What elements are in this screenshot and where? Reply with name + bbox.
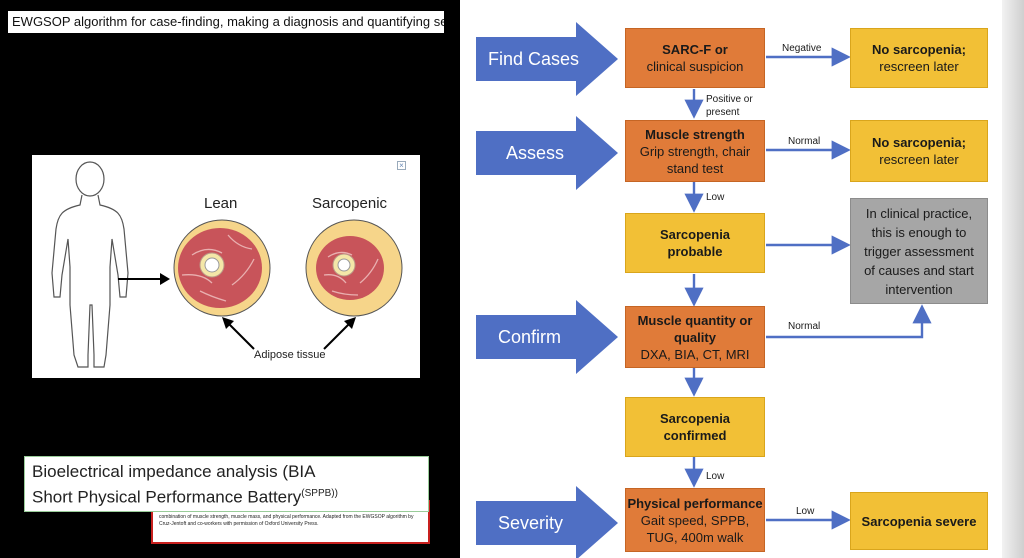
confirmed-line2: confirmed (663, 428, 727, 443)
muscle-quantity-box: Muscle quantity or quality DXA, BIA, CT,… (625, 306, 765, 368)
bia-sppb-note: Bioelectrical impedance analysis (BIA Sh… (24, 456, 429, 512)
stage-label: Severity (498, 513, 564, 533)
stage-arrow-shape (476, 486, 618, 558)
clinical-practice-box: In clinical practice, this is enough to … (850, 198, 988, 304)
stage-arrow-confirm: Confirm (476, 300, 618, 374)
edge-label-low-2: Low (706, 471, 725, 482)
stage-arrow-shape (476, 22, 618, 96)
stage-label: Assess (506, 143, 565, 163)
strength-title: Muscle strength (645, 126, 745, 142)
probable-line2: probable (667, 244, 723, 259)
panel-divider (452, 0, 460, 558)
edge-label-positive-2: present (706, 107, 740, 118)
no-sarc2-line1: No sarcopenia; (872, 135, 966, 150)
muscle-cross-section-lean-icon (173, 219, 271, 317)
edge-label-low-3: Low (796, 506, 815, 517)
edge-label-low-1: Low (706, 192, 725, 203)
sarcopenia-confirmed-box: Sarcopenia confirmed (625, 397, 765, 457)
performance-line3: TUG, 400m walk (646, 529, 744, 545)
no-sarc1-line1: No sarcopenia; (872, 42, 966, 57)
sarcf-line1: SARC-F or (662, 42, 728, 57)
clinical-line1: In clinical practice, (865, 205, 973, 221)
stage-arrow-severity: Severity (476, 486, 618, 558)
adipose-label: Adipose tissue (254, 349, 326, 361)
sarcf-box: SARC-F or clinical suspicion (625, 28, 765, 88)
no-sarcopenia-box-2: No sarcopenia; rescreen later (850, 120, 988, 182)
edge-label-normal-2: Normal (788, 321, 821, 332)
edge-label-positive-1: Positive or (706, 94, 753, 105)
no-sarc2-line2: rescreen later (879, 152, 959, 167)
flow-connectors (684, 47, 932, 530)
edge-label-negative: Negative (782, 43, 822, 54)
quantity-line3: DXA, BIA, CT, MRI (640, 346, 750, 362)
left-panel: EWGSOP algorithm for case-finding, makin… (0, 0, 452, 558)
sppb-text: Short Physical Performance Battery (32, 487, 302, 507)
performance-line2: Gait speed, SPPB, (640, 512, 750, 528)
no-sarcopenia-box-1: No sarcopenia; rescreen later (850, 28, 988, 88)
stage-arrow-find-cases: Find Cases (476, 22, 618, 96)
sarcopenic-label: Sarcopenic (312, 195, 388, 212)
probable-line1: Sarcopenia (659, 227, 731, 242)
quantity-line2: quality (674, 329, 716, 345)
sppb-sup: (SPPB)) (301, 488, 338, 499)
sppb-line: Short Physical Performance Battery(SPPB)… (32, 483, 421, 509)
performance-title: Physical performance (627, 495, 763, 511)
muscle-cross-section-sarcopenic-icon (305, 219, 403, 317)
strength-line2: Grip strength, chair (639, 143, 751, 159)
clinical-line2: this is enough to (871, 224, 967, 240)
edge-label-normal-1: Normal (788, 136, 821, 147)
clinical-line4: of causes and start (864, 262, 974, 278)
flowchart-panel: Find Cases Assess Confirm Severity SARC-… (460, 0, 1024, 558)
stage-label: Find Cases (488, 49, 580, 69)
sarcopenia-probable-box: Sarcopenia probable (625, 213, 765, 273)
no-sarc1-line2: rescreen later (879, 59, 959, 74)
physical-performance-box: Physical performance Gait speed, SPPB, T… (625, 488, 765, 552)
stage-arrow-shape (476, 116, 618, 190)
clinical-line3: trigger assessment (864, 243, 974, 259)
body-composition-illustration: Lean Sarcopenic Adipose tissue × (32, 155, 420, 378)
sarcf-line2: clinical suspicion (646, 59, 744, 74)
quantity-line1: Muscle quantity or (637, 312, 753, 328)
person-outline-icon (51, 161, 129, 368)
sarcopenia-severe-box: Sarcopenia severe (850, 492, 988, 550)
close-icon[interactable]: × (397, 161, 406, 170)
severe-label: Sarcopenia severe (861, 513, 977, 529)
right-edge-shadow (1002, 0, 1024, 558)
confirmed-line1: Sarcopenia (659, 411, 731, 426)
lean-label: Lean (204, 195, 238, 212)
stage-arrow-assess: Assess (476, 116, 618, 190)
bia-line: Bioelectrical impedance analysis (BIA (32, 462, 316, 481)
illustration-graphic (51, 161, 403, 368)
muscle-strength-box: Muscle strength Grip strength, chair sta… (625, 120, 765, 182)
clinical-line5: intervention (885, 281, 953, 297)
strength-line3: stand test (666, 160, 724, 176)
slide-title: EWGSOP algorithm for case-finding, makin… (8, 11, 444, 33)
stage-label: Confirm (498, 327, 562, 347)
stage-arrow-shape (476, 300, 618, 374)
